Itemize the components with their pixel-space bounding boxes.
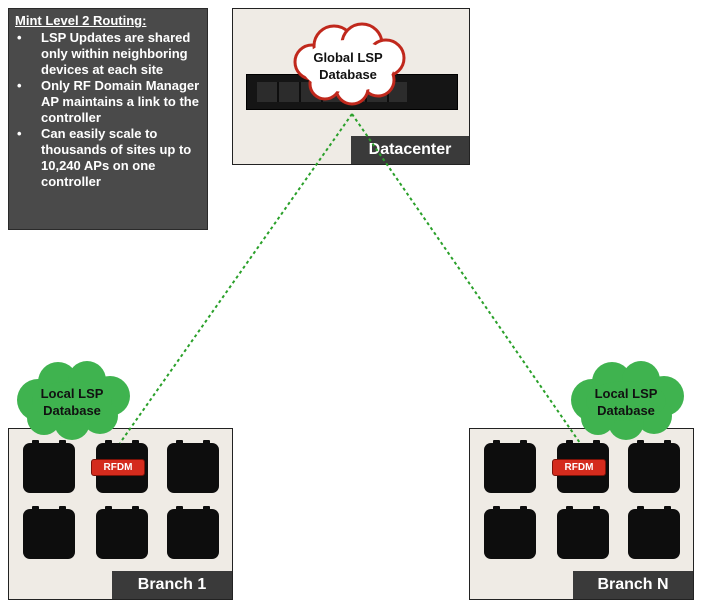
access-point [167, 506, 219, 559]
link-branch-n [351, 113, 581, 444]
global-cloud-text: Global LSP Database [298, 49, 398, 83]
local-cloud-branch-1-icon [17, 361, 130, 440]
global-cloud-line1: Global LSP [313, 50, 383, 65]
rfdm-badge: RFDM [91, 459, 145, 476]
branch-1-box: Branch 1 RFDM [8, 428, 233, 600]
access-point [167, 440, 219, 493]
global-cloud-icon [293, 22, 406, 106]
branch-n-cloud-text: Local LSP Database [576, 385, 676, 419]
branch-n-box: Branch N RFDM [469, 428, 694, 600]
notes-bullet: LSP Updates are shared only within neigh… [15, 30, 201, 78]
global-cloud-line2: Database [319, 67, 377, 82]
link-branch-1 [119, 113, 353, 444]
local-cloud-branch-n-icon [571, 361, 684, 440]
access-point [484, 506, 536, 559]
access-point [23, 506, 75, 559]
access-point [484, 440, 536, 493]
notes-bullet: Can easily scale to thousands of sites u… [15, 126, 201, 190]
branch-1-label: Branch 1 [112, 571, 232, 599]
notes-panel: Mint Level 2 Routing: LSP Updates are sh… [8, 8, 208, 230]
notes-bullet: Only RF Domain Manager AP maintains a li… [15, 78, 201, 126]
branch-n-cloud-line2: Database [597, 403, 655, 418]
branch-1-cloud-text: Local LSP Database [22, 385, 122, 419]
access-point-rfdm: RFDM [91, 440, 148, 493]
access-point [628, 440, 680, 493]
branch-1-cloud-line1: Local LSP [40, 386, 104, 401]
rfdm-badge: RFDM [552, 459, 606, 476]
access-point [23, 440, 75, 493]
access-point [557, 506, 609, 559]
access-point [628, 506, 680, 559]
notes-title: Mint Level 2 Routing: [15, 13, 147, 28]
branch-1-cloud-line2: Database [43, 403, 101, 418]
access-point-rfdm: RFDM [552, 440, 609, 493]
notes-list: LSP Updates are shared only within neigh… [15, 30, 201, 190]
branch-n-cloud-line1: Local LSP [594, 386, 658, 401]
access-point [96, 506, 148, 559]
branch-n-label: Branch N [573, 571, 693, 599]
